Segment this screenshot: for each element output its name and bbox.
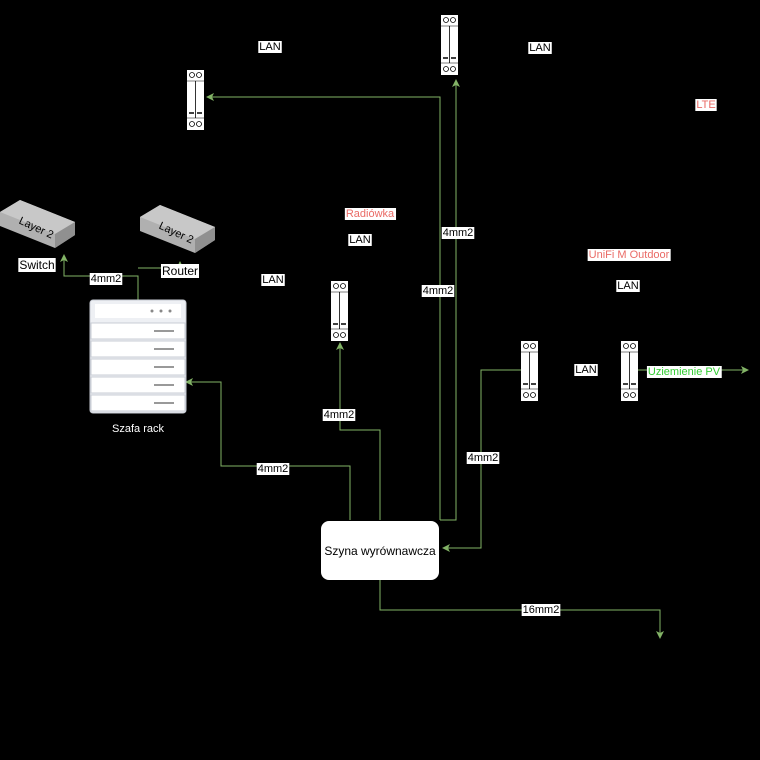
- unifi-label: UniFi M Outdoor: [589, 249, 670, 261]
- wire-16mm2-earth: [379, 580, 664, 639]
- bus-label: Szyna wyrównawcza: [324, 544, 436, 558]
- breaker-mid: [330, 280, 349, 342]
- wire-label: 4mm2: [468, 452, 499, 464]
- wire-to-top-breaker: [440, 79, 460, 521]
- radiowka-label: Radiówka: [346, 208, 395, 220]
- radiowka-label-bg: [344, 208, 397, 220]
- lan-label-bg: [616, 280, 640, 292]
- router-label: Router: [162, 264, 198, 278]
- lte-label-bg: [695, 99, 717, 111]
- wire-label-bg: [466, 452, 500, 464]
- lan-label: LAN: [262, 274, 283, 286]
- breaker-pv: [620, 340, 639, 402]
- breaker-top-left: [186, 69, 205, 131]
- pv-label: Uziemienie PV: [648, 366, 721, 378]
- wire-label: 16mm2: [523, 604, 560, 616]
- rack-label: Szafa rack: [112, 423, 164, 435]
- wire-label-bg: [322, 409, 356, 421]
- lan-label: LAN: [529, 42, 550, 54]
- wire-label: 4mm2: [443, 227, 474, 239]
- wire-label: 4mm2: [258, 463, 289, 475]
- wire-to-rack: [185, 378, 351, 520]
- wire-label: 4mm2: [423, 285, 454, 297]
- lan-label: LAN: [575, 364, 596, 376]
- lan-label-bg: [528, 42, 552, 54]
- wire-to-top-left-breaker: [206, 93, 441, 520]
- wire-to-mid-breaker: [336, 342, 381, 520]
- lan-label-bg: [258, 41, 282, 53]
- switch-label: Switch: [19, 258, 54, 272]
- wire-label: 4mm2: [324, 409, 355, 421]
- lan-label-bg: [348, 234, 372, 246]
- router-label-bg: [160, 264, 200, 278]
- rack-icon: [89, 299, 187, 414]
- switch-label-bg: [18, 258, 56, 272]
- wire-label-bg: [441, 227, 475, 239]
- wire-label-bg: [421, 285, 455, 297]
- unifi-label-bg: [587, 249, 671, 261]
- lte-label: LTE: [696, 99, 715, 111]
- equipotential-bus: Szyna wyrównawcza: [321, 521, 439, 580]
- lan-label: LAN: [617, 280, 638, 292]
- breaker-right: [520, 340, 539, 402]
- lan-label: LAN: [259, 41, 280, 53]
- lan-label-bg: [261, 274, 285, 286]
- lan-label: LAN: [349, 234, 370, 246]
- breaker-top: [440, 14, 459, 76]
- wire-label-bg: [256, 463, 290, 475]
- pv-label-bg: [646, 366, 722, 378]
- wire-label: 4mm2: [91, 273, 122, 285]
- wire-label-bg: [521, 604, 561, 616]
- lan-label-bg: [574, 364, 598, 376]
- wire-label-bg: [89, 273, 123, 285]
